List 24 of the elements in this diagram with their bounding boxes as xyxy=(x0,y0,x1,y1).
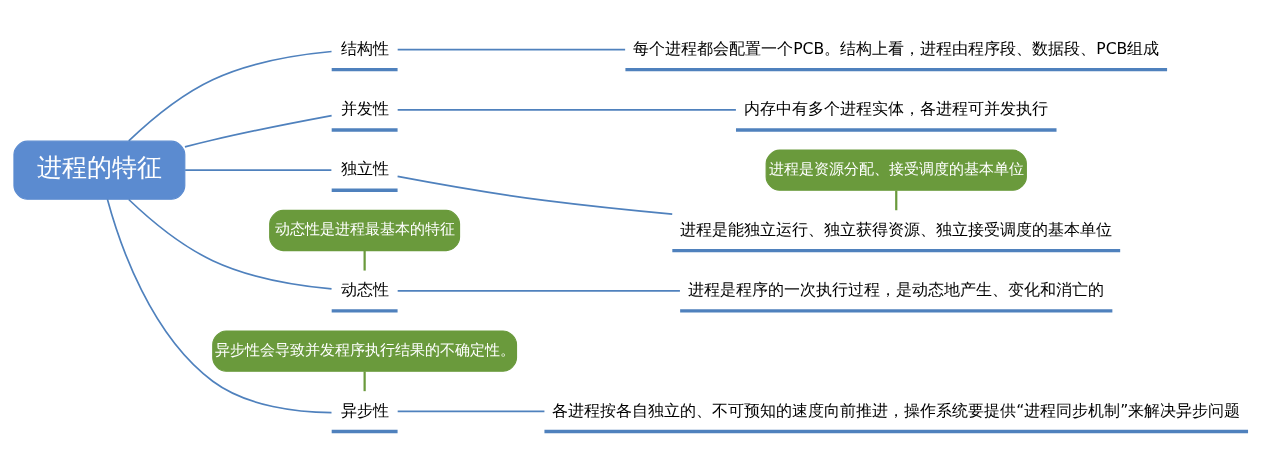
node-text: 动态性 xyxy=(340,279,389,299)
connector xyxy=(396,175,674,215)
connector xyxy=(127,198,333,290)
connector xyxy=(396,48,626,51)
connector xyxy=(396,289,681,292)
node-text: 异步性 xyxy=(340,400,389,420)
node-text: 各进程按各自独立的、不可预知的速度向前推进，操作系统要提供“进程同步机制”来解决异步问题 xyxy=(552,400,1241,420)
node-box: 进程的特征 xyxy=(13,140,186,200)
connector xyxy=(106,198,333,414)
connector xyxy=(184,114,333,148)
node-label: 异步性会导致并发程序执行结果的不确定性。 xyxy=(214,341,515,358)
node-text: 内存中有多个进程实体，各进程可并发执行 xyxy=(744,99,1049,119)
node-text: 并发性 xyxy=(340,99,389,119)
connector xyxy=(127,50,333,142)
connector xyxy=(396,410,546,413)
node-label: 动态性是进程最基本的特征 xyxy=(274,221,455,238)
node-text: 每个进程都会配置一个PCB。结构上看，进程由程序段、数据段、PCB组成 xyxy=(633,38,1160,58)
node-text: 进程是程序的一次执行过程，是动态地产生、变化和消亡的 xyxy=(688,279,1105,299)
connector xyxy=(396,109,737,111)
node-text: 独立性 xyxy=(340,159,389,179)
connector xyxy=(184,169,333,172)
node-label: 进程是资源分配、接受调度的基本单位 xyxy=(768,160,1024,177)
node-text: 进程是能独立运行、独立获得资源、独立接受调度的基本单位 xyxy=(680,219,1113,239)
node-text: 结构性 xyxy=(340,38,389,58)
